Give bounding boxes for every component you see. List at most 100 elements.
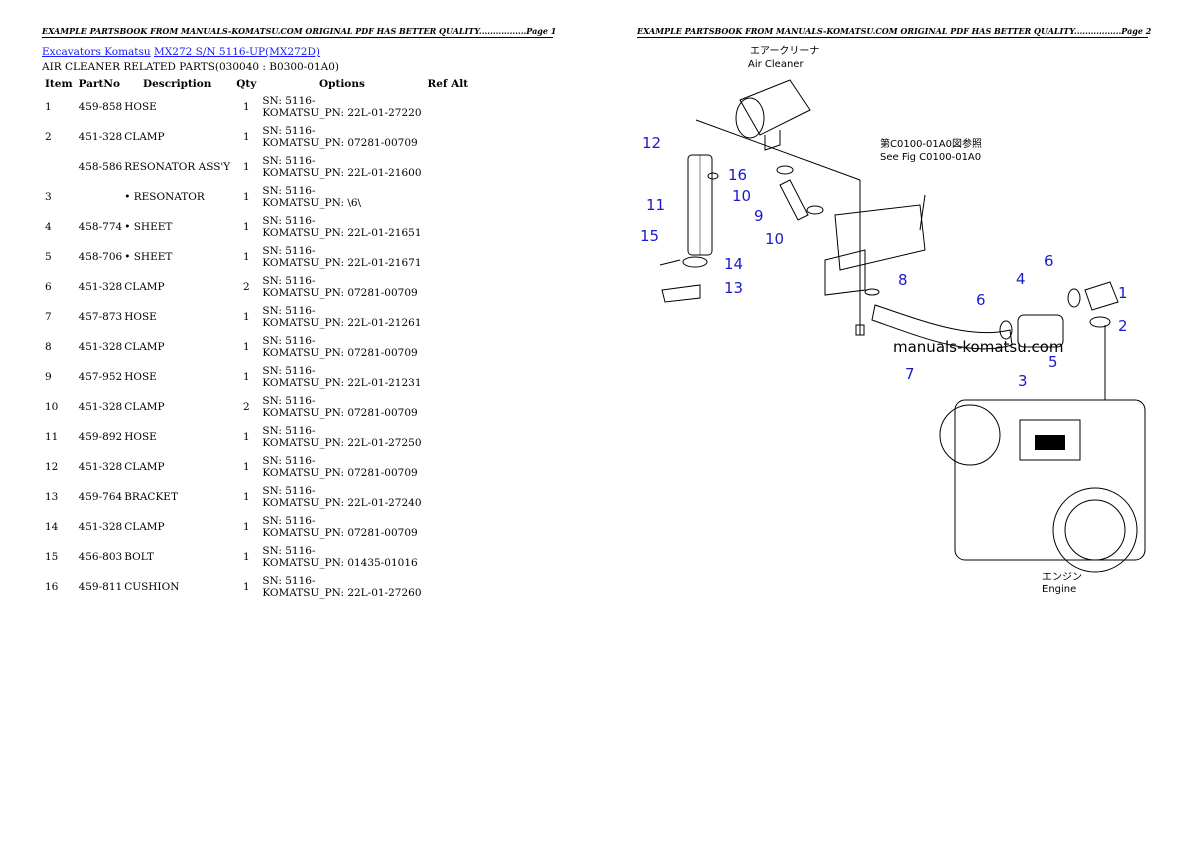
row-ref-alt <box>425 272 472 302</box>
col-options: Options <box>318 78 365 90</box>
row-description: HOSE <box>124 101 157 113</box>
col-qty: Qty <box>236 78 257 90</box>
parts-table: Item PartNo Description Qty Options Ref … <box>42 76 471 602</box>
row-qty: 1 <box>242 161 250 173</box>
row-option-pn: KOMATSU_PN: 22L-01-21651 <box>262 227 422 239</box>
row-option-sn: SN: 5116- <box>262 95 316 107</box>
row-description: BOLT <box>124 551 154 563</box>
row-ref-alt <box>425 332 472 362</box>
row-partno: 458-586 <box>78 161 123 173</box>
row-description: BRACKET <box>124 491 178 503</box>
see-fig-jp-label: 第C0100-01A0図参照 <box>880 137 982 150</box>
callout-number: 10 <box>732 187 751 205</box>
row-description: CLAMP <box>124 401 165 413</box>
row-item: 1 <box>45 101 52 113</box>
row-options: SN: 5116-KOMATSU_PN: 22L-01-27250 <box>259 422 424 452</box>
callout-number: 12 <box>642 134 661 152</box>
callout-number: 14 <box>724 255 743 273</box>
row-item: 14 <box>45 521 59 533</box>
row-option-pn: KOMATSU_PN: 22L-01-21231 <box>262 377 422 389</box>
row-ref-alt <box>425 92 472 122</box>
hose-9 <box>779 179 809 221</box>
row-option-sn: SN: 5116- <box>262 155 316 167</box>
row-option-pn: KOMATSU_PN: 07281-00709 <box>262 347 418 359</box>
callout-number: 11 <box>646 196 665 214</box>
callout-number: 2 <box>1118 317 1128 335</box>
row-ref-alt <box>425 152 472 182</box>
row-partno: 459-858 <box>78 101 123 113</box>
row-item: 3 <box>45 191 52 203</box>
row-ref-alt <box>425 392 472 422</box>
row-partno: 451-328 <box>78 401 123 413</box>
cushion-16 <box>707 172 719 180</box>
engine-fan <box>939 404 1001 466</box>
air-cleaner-end <box>735 97 765 139</box>
row-partno: 459-892 <box>78 431 123 443</box>
row-option-sn: SN: 5116- <box>262 515 316 527</box>
row-option-sn: SN: 5116- <box>262 455 316 467</box>
row-description: CLAMP <box>124 131 165 143</box>
row-item: 13 <box>45 491 59 503</box>
page-left: EXAMPLE PARTSBOOK FROM MANUALS-KOMATSU.C… <box>42 26 557 602</box>
hose-1 <box>1084 281 1119 311</box>
row-option-sn: SN: 5116- <box>262 125 316 137</box>
row-ref-alt <box>425 422 472 452</box>
row-description: RESONATOR ASS'Y <box>124 161 231 173</box>
callout-number: 6 <box>976 291 986 309</box>
callout-number: 10 <box>765 230 784 248</box>
row-description: HOSE <box>124 431 157 443</box>
row-options: SN: 5116-KOMATSU_PN: 22L-01-27240 <box>259 482 424 512</box>
row-item: 6 <box>45 281 52 293</box>
row-ref-alt <box>425 182 472 212</box>
row-partno: 459-764 <box>78 491 123 503</box>
callout-number: 6 <box>1044 252 1054 270</box>
row-description: CLAMP <box>124 341 165 353</box>
row-item: 2 <box>45 131 52 143</box>
row-options: SN: 5116-KOMATSU_PN: 22L-01-21671 <box>259 242 424 272</box>
breadcrumb-link-model[interactable]: MX272 S/N 5116-UP(MX272D) <box>154 46 320 58</box>
page-header: EXAMPLE PARTSBOOK FROM MANUALS-KOMATSU.C… <box>42 26 557 38</box>
row-qty: 2 <box>242 281 250 293</box>
row-partno: 451-328 <box>78 521 123 533</box>
row-option-sn: SN: 5116- <box>262 305 316 317</box>
row-partno: 457-952 <box>78 371 123 383</box>
row-option-sn: SN: 5116- <box>262 275 316 287</box>
row-partno: 451-328 <box>78 281 123 293</box>
row-partno: 459-811 <box>78 581 123 593</box>
row-option-sn: SN: 5116- <box>262 215 316 227</box>
row-ref-alt <box>425 572 472 602</box>
section-title: AIR CLEANER RELATED PARTS(030040 : B0300… <box>42 61 339 73</box>
row-description: • SHEET <box>124 221 173 233</box>
clamp-10a <box>776 165 794 175</box>
row-item: 15 <box>45 551 59 563</box>
row-option-pn: KOMATSU_PN: 22L-01-27250 <box>262 437 422 449</box>
callout-number: 9 <box>754 207 764 225</box>
bolt-15 <box>659 259 681 266</box>
callout-number: 16 <box>728 166 747 184</box>
row-qty: 1 <box>242 461 250 473</box>
air-cleaner-outlet <box>764 130 781 151</box>
row-option-sn: SN: 5116- <box>262 485 316 497</box>
row-item: 11 <box>45 431 59 443</box>
row-qty: 1 <box>242 521 250 533</box>
callout-number: 4 <box>1016 270 1026 288</box>
bracket-13 <box>661 284 701 303</box>
resonator-3 <box>1017 314 1064 348</box>
row-description: • RESONATOR <box>124 191 205 203</box>
row-option-sn: SN: 5116- <box>262 245 316 257</box>
breadcrumb-link-category[interactable]: Excavators Komatsu <box>42 46 151 58</box>
row-qty: 1 <box>242 341 250 353</box>
row-partno: 458-774 <box>78 221 123 233</box>
